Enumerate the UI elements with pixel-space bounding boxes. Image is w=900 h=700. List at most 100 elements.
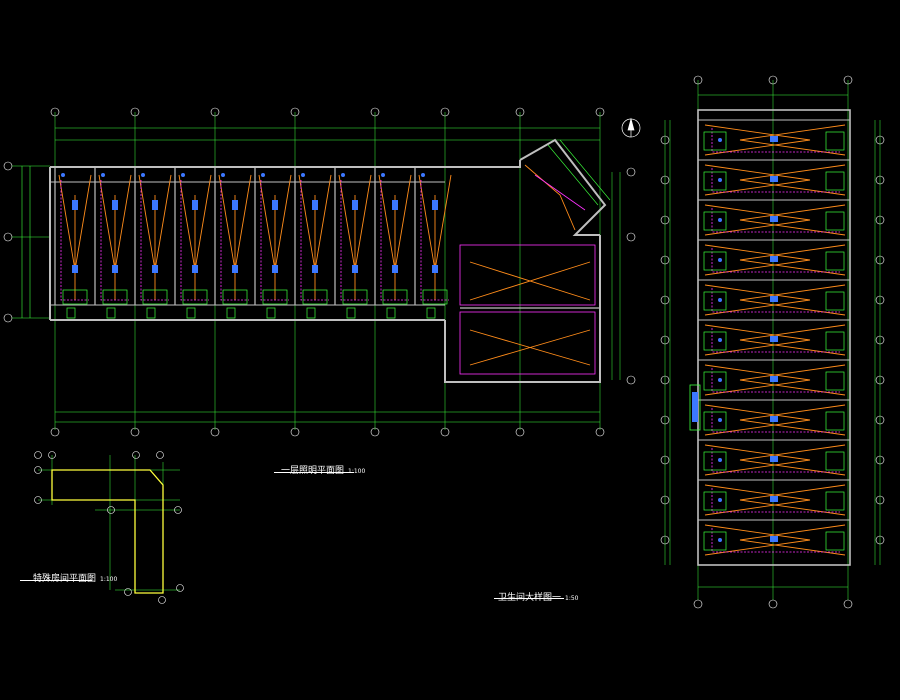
main-plan-title-text: 一层照明平面图 [281,466,345,476]
lighting-run [739,244,846,276]
switch [718,498,722,502]
top-dimension-lines [55,127,600,423]
light-fixture [770,536,778,542]
room-partitions [54,167,416,305]
axis-bubble [660,335,670,345]
light-fixture [432,265,438,273]
axis-bubble [875,375,885,385]
switch [718,258,722,262]
axis-bubble [660,295,670,305]
light-fixture [232,200,238,210]
bath-fixture [186,307,196,319]
bath-fixture [825,451,845,471]
axis-bubble [210,107,220,117]
light-fixture [312,265,318,273]
lighting-run [704,284,811,316]
axis-bubble [875,255,885,265]
power-run [260,180,289,301]
detail-plan-scale: 1:50 [565,595,579,602]
axis-bubble [440,107,450,117]
bath-fixture [62,289,88,305]
axis-bubble [875,455,885,465]
light-fixture [352,265,358,273]
light-fixture [770,136,778,142]
bath-fixture [226,307,236,319]
light-fixture [770,336,778,342]
switch [141,173,145,177]
axis-bubble [660,215,670,225]
bath-fixture [102,289,128,305]
bath-fixture [703,411,727,431]
light-fixture [770,296,778,302]
bath-fixture [182,289,208,305]
bath-fixture [825,291,845,311]
lighting-run [704,404,811,436]
axis-bubble [660,375,670,385]
axis-bubble [875,335,885,345]
light-fixture [272,200,278,210]
north-arrow [621,117,641,138]
bath-fixture [825,371,845,391]
switch [181,173,185,177]
power-run [300,180,329,301]
bath-fixture [266,307,276,319]
power-run [180,180,209,301]
lighting-run [704,324,811,356]
switch [261,173,265,177]
light-fixture [770,456,778,462]
lighting-run [739,284,846,316]
switch [61,173,65,177]
bath-fixture [142,289,168,305]
light-fixture [72,200,78,210]
power-run [711,208,840,233]
bath-fixture [382,289,408,305]
switch [718,418,722,422]
light-fixture [192,265,198,273]
axis-bubble [515,427,525,437]
light-fixture [432,200,438,210]
special-plan-scale: 1:100 [100,576,118,583]
power-circuits [60,180,449,301]
switch [381,173,385,177]
light-fixture [232,265,238,273]
switch [718,338,722,342]
bath-fixture [703,331,727,351]
axis-bubble [660,415,670,425]
axis-bubble [210,427,220,437]
bath-fixture [106,307,116,319]
light-fixtures [61,173,438,273]
light-fixture [770,256,778,262]
axis-bubble [130,107,140,117]
power-run [220,180,249,301]
lighting-run [704,204,811,236]
switch [718,298,722,302]
switch [718,458,722,462]
axis-bubbles [50,107,605,437]
lighting-run [704,524,811,556]
bathroom-fixtures [62,289,448,319]
bath-fixture [66,307,76,319]
light-fixture [272,265,278,273]
switch [421,173,425,177]
right-wing-rooms [459,139,636,385]
light-fixture [152,200,158,210]
axis-bubble [595,107,605,117]
axis-bubble [290,107,300,117]
bath-fixture [146,307,156,319]
light-fixture [770,216,778,222]
light-fixture [112,200,118,210]
axis-bubble [875,495,885,505]
axis-bubble [440,427,450,437]
lighting-run [704,364,811,396]
power-run [60,180,89,301]
switch [301,173,305,177]
special-room-plan [34,451,184,604]
bath-fixture [422,289,448,305]
axis-bubble [370,107,380,117]
bath-fixture [825,531,845,551]
main-plan-title-underline [274,472,354,473]
switch [718,138,722,142]
